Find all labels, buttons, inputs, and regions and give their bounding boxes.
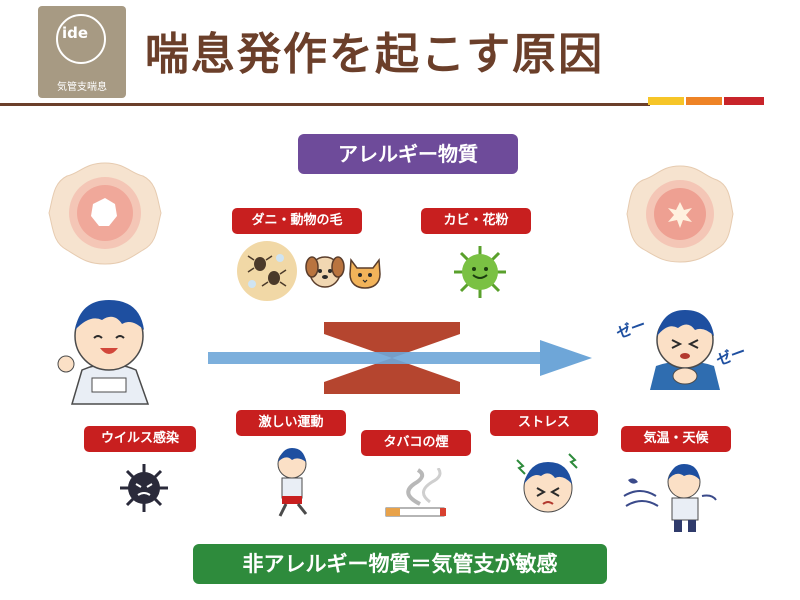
dog-icon [305,256,345,288]
wheezing-boy-icon [650,310,720,390]
accent-bar-yellow [648,97,684,105]
title-underline [0,103,650,106]
non-allergen-summary: 非アレルギー物質＝気管支が敏感 [193,544,607,584]
accent-bar-red [724,97,764,105]
logo-circle [56,14,106,64]
narrowed-airway-icon [626,165,734,263]
cause-label-stress: ストレス [490,410,598,436]
normal-airway-icon [48,162,162,265]
cause-label-smoke: タバコの煙 [361,430,471,456]
cause-arrow-graphic [208,322,592,394]
virus-icon [120,464,168,512]
healthy-boy-icon [57,300,150,405]
logo-letters: ide [62,24,89,42]
allergen-heading: アレルギー物質 [298,134,518,174]
cause-label-virus: ウイルス感染 [84,426,196,452]
mite-icon [237,241,297,301]
accent-bar-orange [686,97,722,105]
allergen-label-mites: ダニ・動物の毛 [232,208,362,234]
wind-boy-icon [623,464,717,532]
cigarette-icon [385,468,446,517]
brand-logo: ide 気管支喘息 [38,6,126,98]
germ-icon [454,246,506,298]
cause-label-weather: 気温・天候 [621,426,731,452]
stressed-boy-icon [516,453,578,513]
cause-label-exercise: 激しい運動 [236,410,346,436]
running-boy-icon [277,448,308,517]
cat-icon [349,257,381,289]
allergen-label-mold: カビ・花粉 [421,208,531,234]
logo-subtitle: 気管支喘息 [57,82,107,93]
page-title: 喘息発作を起こす原因 [145,29,605,80]
